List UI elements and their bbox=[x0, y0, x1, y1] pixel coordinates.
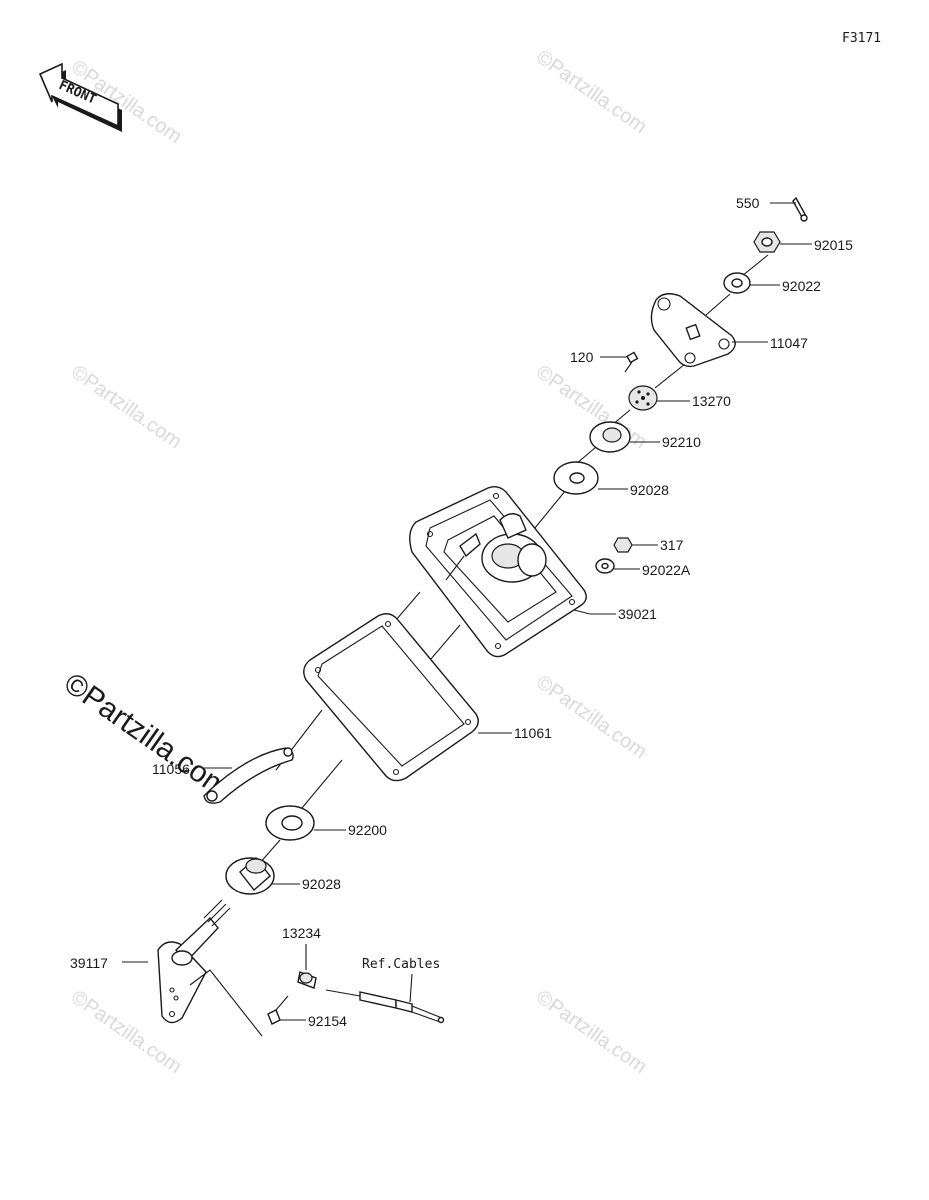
bushing-92028-lower bbox=[225, 856, 275, 895]
front-arrow-icon: FRONT bbox=[38, 62, 122, 132]
cotter-pin-550 bbox=[792, 196, 808, 222]
watermark-3: ©Partzilla.com bbox=[67, 361, 185, 453]
nut-317 bbox=[613, 537, 633, 553]
nut-92015 bbox=[753, 231, 781, 253]
callout-550: 550 bbox=[736, 195, 760, 211]
bracket-11047 bbox=[650, 293, 736, 368]
callout-11047: 11047 bbox=[770, 335, 808, 351]
callout-92028-upper: 92028 bbox=[630, 482, 669, 498]
callout-92015: 92015 bbox=[814, 237, 853, 253]
callout-13234: 13234 bbox=[282, 925, 321, 941]
watermark-7: ©Partzilla.com bbox=[532, 986, 650, 1078]
gasket-11061 bbox=[303, 613, 479, 782]
watermark-2: ©Partzilla.com bbox=[532, 46, 650, 138]
lever-39117 bbox=[157, 899, 231, 1024]
callout-92028-lower: 92028 bbox=[302, 876, 341, 892]
ref-cables-label: Ref.Cables bbox=[362, 957, 440, 972]
figure-id: F3171 bbox=[842, 31, 881, 46]
plate-13270 bbox=[628, 385, 658, 411]
callout-92022: 92022 bbox=[782, 278, 821, 294]
stay-11056 bbox=[203, 747, 294, 804]
callout-120: 120 bbox=[570, 349, 594, 365]
bushing-92210 bbox=[589, 421, 631, 453]
pin-120 bbox=[624, 351, 639, 373]
callout-39117: 39117 bbox=[70, 955, 108, 971]
watermark-5: ©Partzilla.com bbox=[532, 671, 650, 763]
callout-92154: 92154 bbox=[308, 1013, 347, 1029]
watermark-main: ©Partzilla.com bbox=[58, 667, 236, 805]
joint-13234 bbox=[297, 971, 317, 989]
washer-92022 bbox=[723, 272, 751, 294]
washer-92022A bbox=[595, 558, 615, 574]
housing-39021 bbox=[409, 485, 587, 658]
callout-39021: 39021 bbox=[618, 606, 657, 622]
washer-92028-upper bbox=[553, 461, 599, 495]
leader-lines bbox=[122, 202, 812, 1021]
cable-reference bbox=[325, 989, 445, 1024]
callout-92210: 92210 bbox=[662, 434, 701, 450]
callout-92022A: 92022A bbox=[642, 562, 691, 578]
callout-13270: 13270 bbox=[692, 393, 731, 409]
callout-317: 317 bbox=[660, 537, 684, 553]
callout-11061: 11061 bbox=[514, 725, 552, 741]
callouts: 550 92015 92022 11047 120 13270 92210 92… bbox=[70, 195, 853, 1029]
callout-11056: 11056 bbox=[152, 761, 190, 777]
washer-92200 bbox=[265, 805, 315, 841]
joint-lines bbox=[189, 969, 263, 1037]
callout-92200: 92200 bbox=[348, 822, 387, 838]
